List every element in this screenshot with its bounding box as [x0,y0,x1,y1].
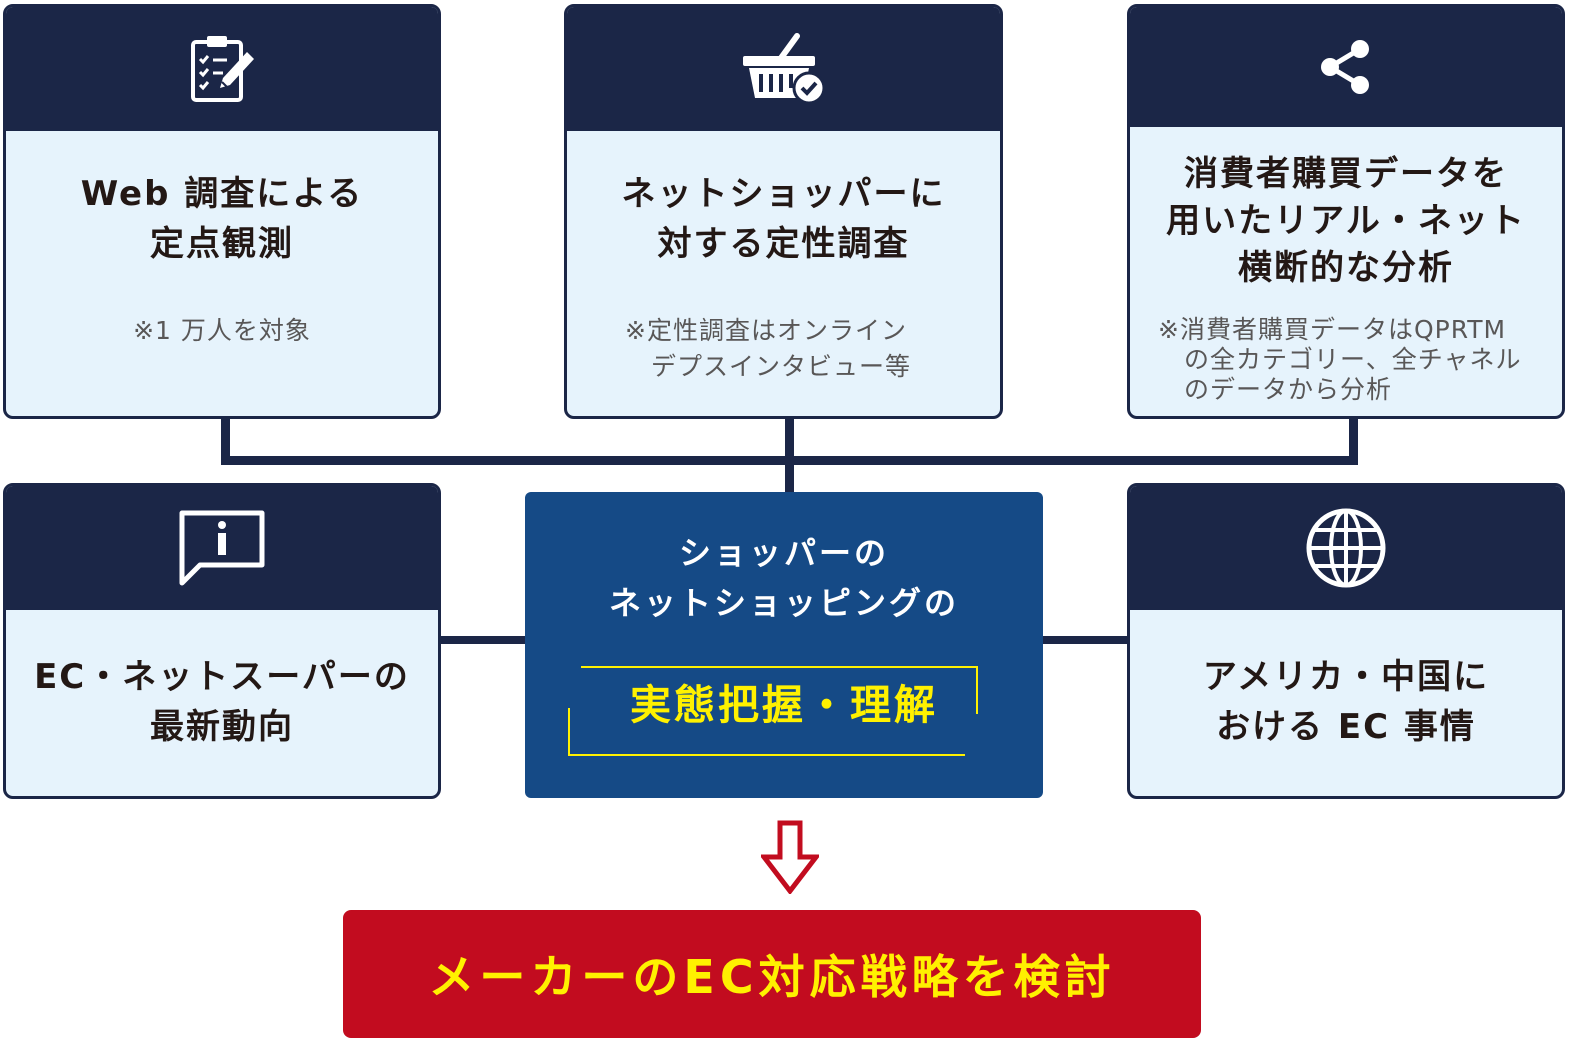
card-web-survey: Web 調査による 定点観測 ※1 万人を対象 [3,4,441,419]
highlight-bracket-right [976,666,978,714]
card-title: ネットショッパーに 対する定性調査 [621,174,946,264]
connector-center-drop [785,416,794,494]
connector-right-side [1041,636,1131,644]
shopping-basket-check-icon [742,33,825,105]
card-ec-trends: EC・ネットスーパーの 最新動向 [3,483,441,799]
highlight-bracket-bottom [568,754,965,756]
highlight-bracket-left [568,708,570,756]
card-header [6,486,438,610]
card-note: ※定性調査はオンライン デプスインタビュー等 [625,316,912,381]
center-block: ショッパーの ネットショッピングの 実態把握・理解 [525,492,1043,798]
center-highlight: 実態把握・理解 [630,681,938,729]
share-icon [1321,40,1369,94]
card-purchase-data: 消費者購買データを 用いたリアル・ネット 横断的な分析 ※消費者購買データはQP… [1127,4,1565,419]
card-title: Web 調査による 定点観測 [80,174,364,264]
result-label: メーカーのEC対応戦略を検討 [428,950,1116,1004]
center-subtitle: ショッパーの ネットショッピングの [608,534,959,622]
card-global: アメリカ・中国に おける EC 事情 [1127,483,1565,799]
connector-left-side [438,636,528,644]
connector-right-drop [1349,416,1358,464]
connector-left-drop [221,416,230,464]
globe-icon [1306,508,1386,588]
connector-horizontal [221,456,1358,465]
card-note: ※1 万人を対象 [133,316,311,345]
card-net-shopper: ネットショッパーに 対する定性調査 ※定性調査はオンライン デプスインタビュー等 [564,4,1003,419]
card-header [6,7,438,131]
result-banner: メーカーのEC対応戦略を検討 [343,910,1201,1038]
card-header [1130,7,1562,127]
card-note: ※消費者購買データはQPRTM の全カテゴリー、全チャネル のデータから分析 [1158,315,1522,404]
down-arrow-icon [761,820,819,894]
card-header [567,7,1000,131]
card-title: EC・ネットスーパーの 最新動向 [34,657,410,747]
card-header [1130,486,1562,610]
highlight-bracket-top [581,666,978,668]
card-title: 消費者購買データを 用いたリアル・ネット 横断的な分析 [1166,154,1526,288]
clipboard-checklist-icon [191,36,254,102]
card-title: アメリカ・中国に おける EC 事情 [1202,657,1490,747]
info-speech-bubble-icon [179,510,265,586]
